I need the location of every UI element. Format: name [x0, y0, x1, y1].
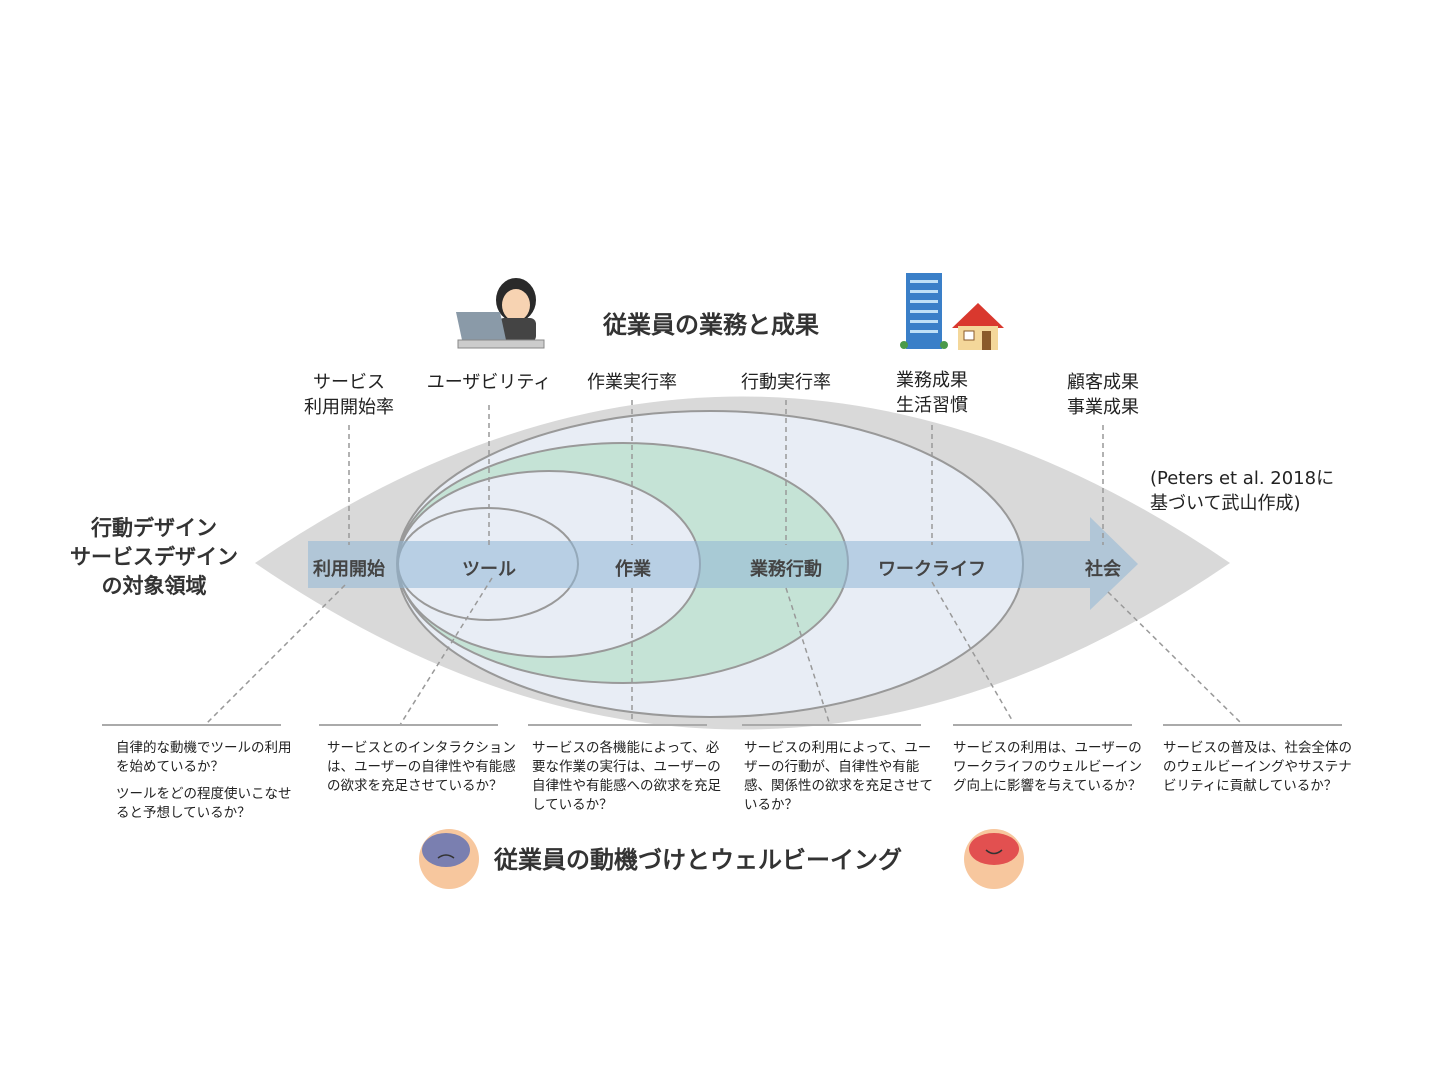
question-text: 自律的な動機でツールの利用を始めているか？ツールをどの程度使いこなせると予想して… — [116, 740, 292, 821]
unhappy-face-icon — [419, 829, 479, 889]
scope-label: 行動デザインサービスデザインの対象領域 — [70, 516, 238, 598]
question-text: サービスの各機能によって、必要な作業の実行は、ユーザーの自律性や有能感への欲求を… — [532, 740, 721, 813]
question-text: サービスの普及は、社会全体ののウェルビーイングやサステナビリティに貢献しているか… — [1163, 740, 1352, 794]
metric-label: 業務成果生活習慣 — [896, 370, 968, 416]
top-title: 従業員の業務と成果 — [603, 311, 819, 339]
bottom-title: 従業員の動機づけとウェルビーイング — [494, 846, 902, 874]
stage-label: ワークライフ — [878, 559, 986, 580]
question-text: サービスの利用は、ユーザーのワークライフのウェルビーイング向上に影響を与えている… — [953, 740, 1142, 794]
question-text: サービスの利用によって、ユーザーの行動が、自律性や有能感、関係性の欲求を充足させ… — [744, 740, 933, 813]
connector-lines — [204, 400, 1241, 726]
stage-label: ツール — [462, 559, 516, 580]
metric-label: 顧客成果事業成果 — [1067, 372, 1139, 418]
metric-label: 行動実行率 — [741, 372, 831, 393]
building-house-icon — [900, 273, 1004, 350]
stage-arrow — [308, 517, 1138, 610]
happy-face-icon — [964, 829, 1024, 889]
stage-label: 業務行動 — [750, 559, 822, 580]
metric-label: ユーザビリティ — [426, 372, 552, 393]
stage-label: 社会 — [1085, 559, 1121, 580]
metric-label: 作業実行率 — [587, 372, 677, 393]
question-text: サービスとのインタラクションは、ユーザーの自律性や有能感の欲求を充足させているか… — [327, 740, 516, 794]
stage-label: 利用開始 — [313, 559, 385, 580]
metric-label: サービス利用開始率 — [304, 372, 394, 418]
worker-laptop-icon — [456, 278, 545, 349]
citation: (Peters et al. 2018に基づいて武山作成) — [1150, 468, 1335, 514]
stage-label: 作業 — [615, 559, 651, 580]
